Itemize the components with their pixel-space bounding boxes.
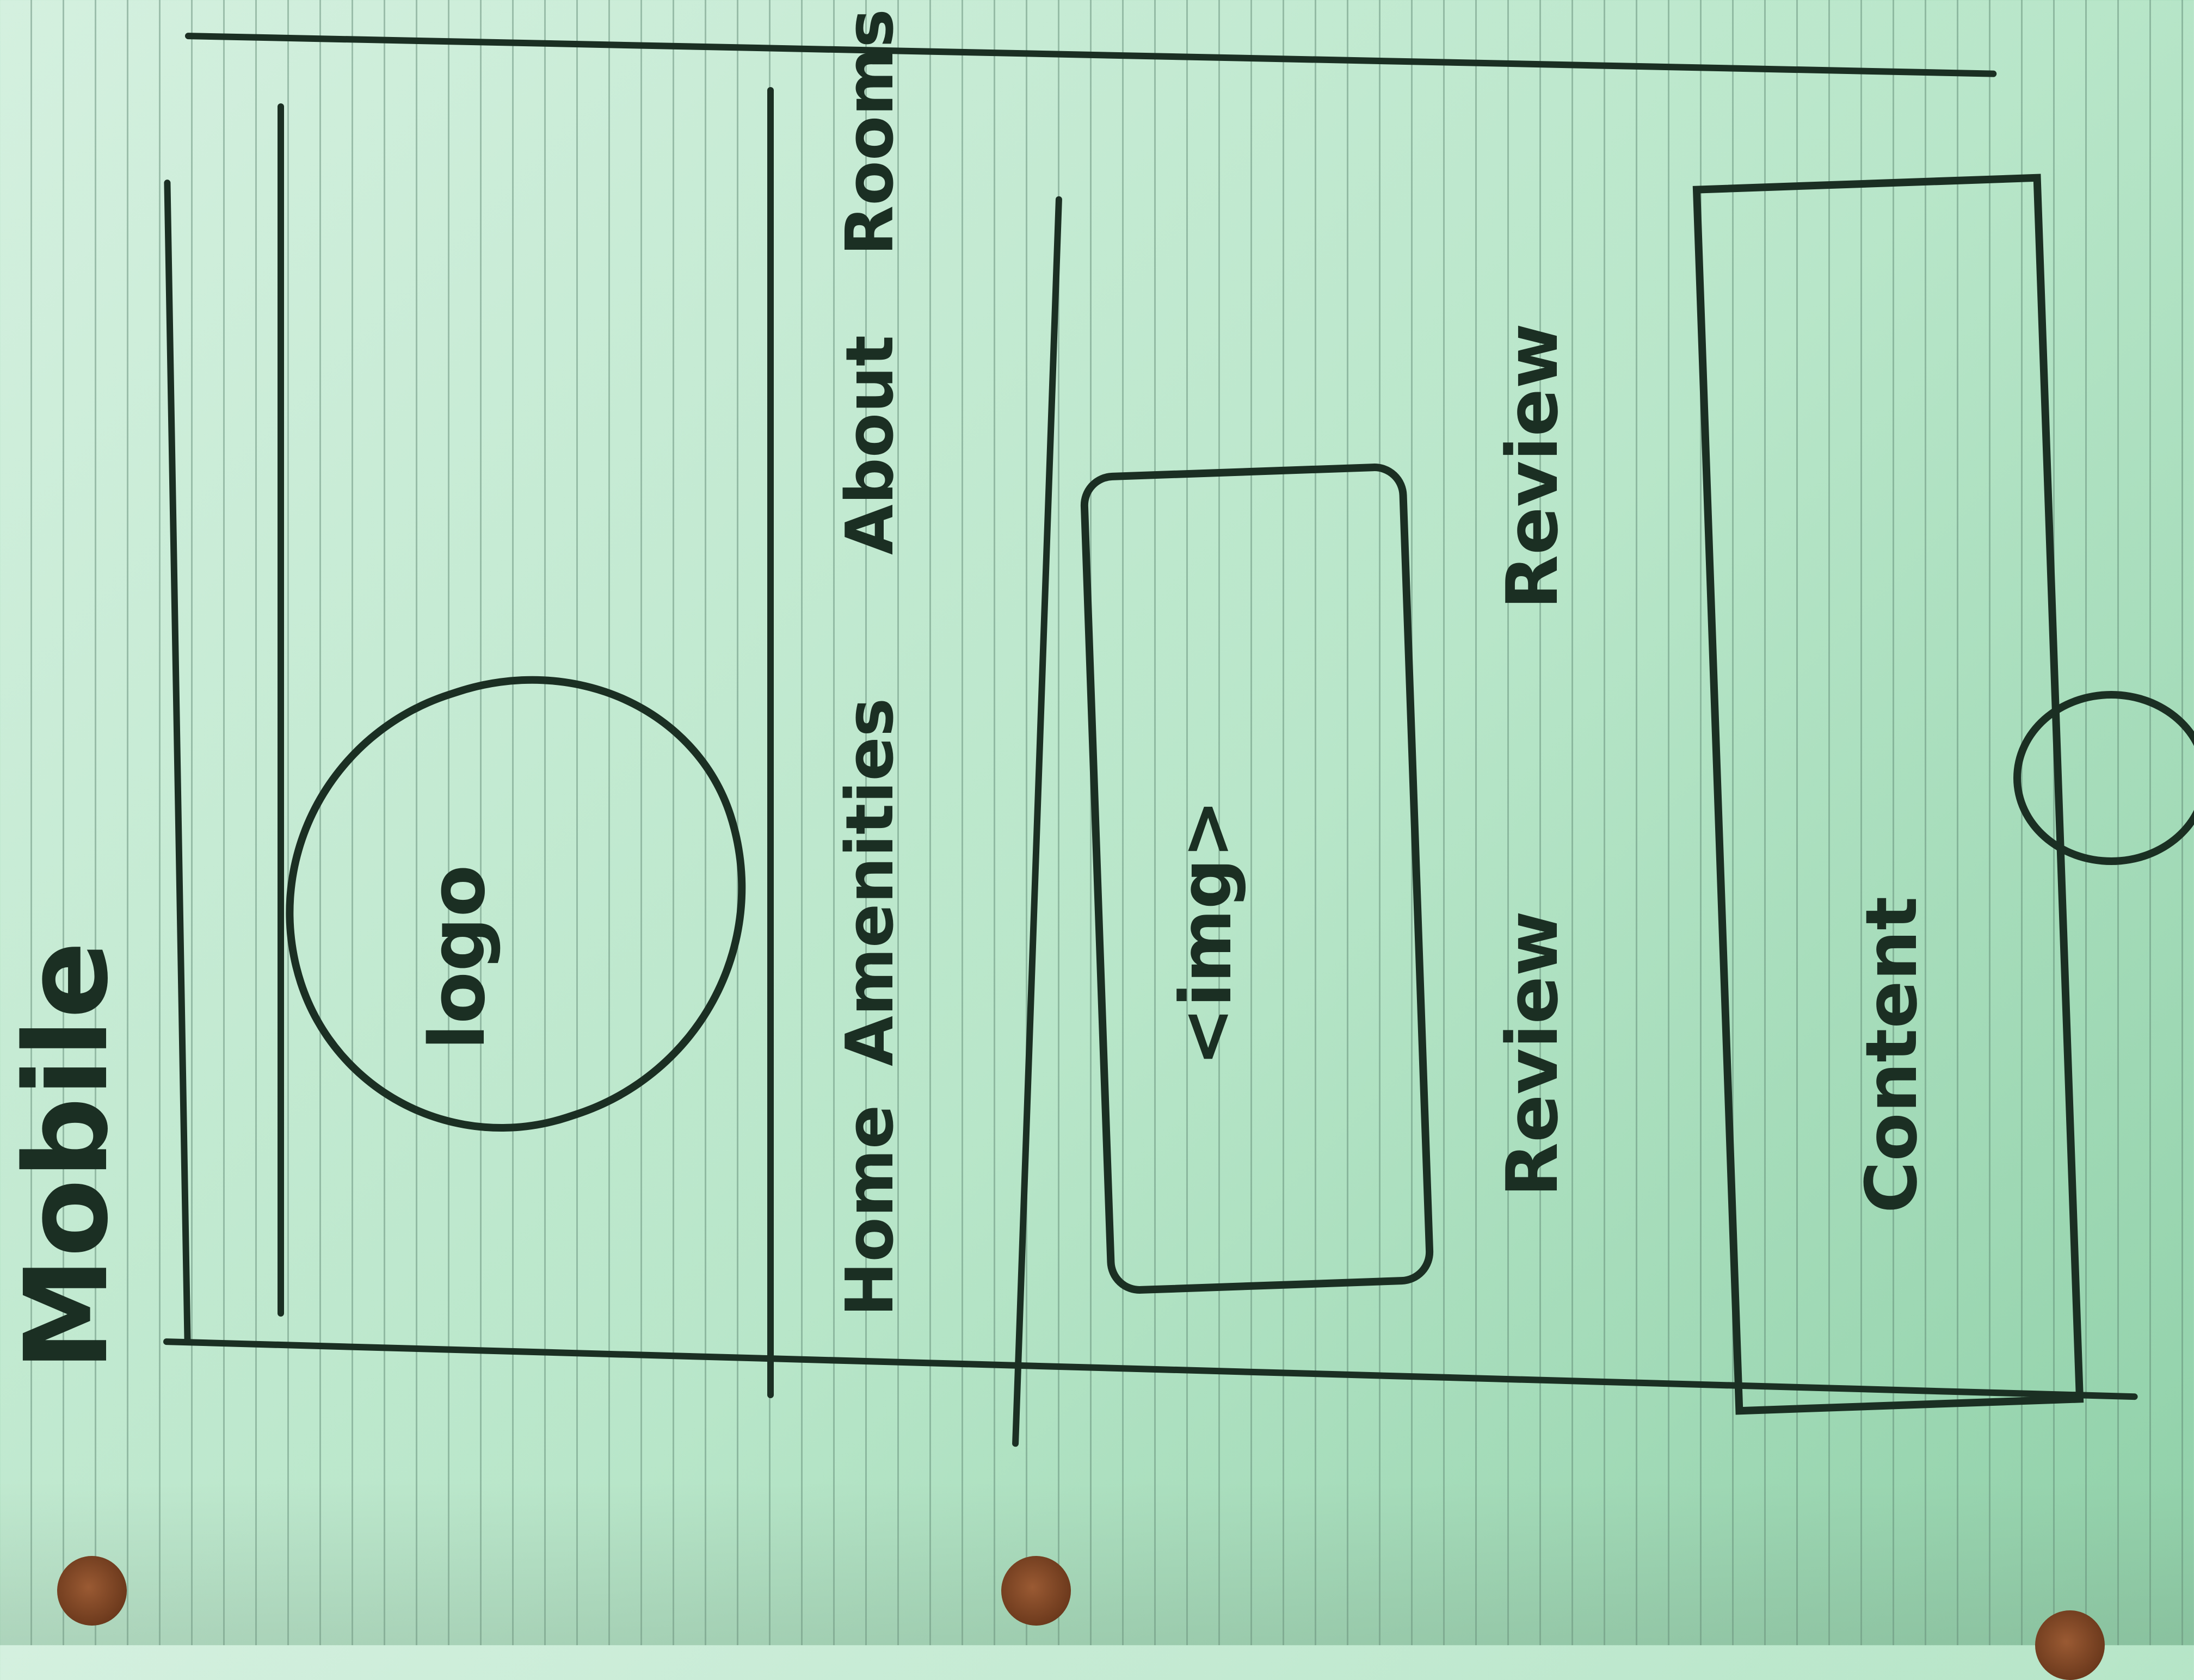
paper-shadow <box>0 1482 2194 1645</box>
logo-label: logo <box>414 864 502 1050</box>
notebook-paper <box>0 0 2194 1645</box>
binder-hole <box>1001 1556 1071 1626</box>
header-divider <box>767 87 774 1398</box>
nav-item-home[interactable]: Home <box>833 1104 908 1317</box>
binder-hole <box>57 1556 127 1626</box>
review-item: Review <box>1491 323 1574 609</box>
binder-hole <box>2035 1610 2105 1680</box>
header-inner-left <box>278 103 284 1317</box>
nav-item-amenities[interactable]: Amenities <box>833 697 908 1066</box>
nav-item-about[interactable]: About <box>833 335 908 555</box>
sketch-title: Mobile <box>0 941 133 1371</box>
hero-image-label: <img> <box>1164 799 1247 1066</box>
review-item: Review <box>1491 911 1574 1197</box>
nav-item-rooms[interactable]: Rooms <box>833 9 908 256</box>
hero-image-placeholder <box>1079 462 1435 1295</box>
content-label: Content <box>1850 896 1933 1213</box>
